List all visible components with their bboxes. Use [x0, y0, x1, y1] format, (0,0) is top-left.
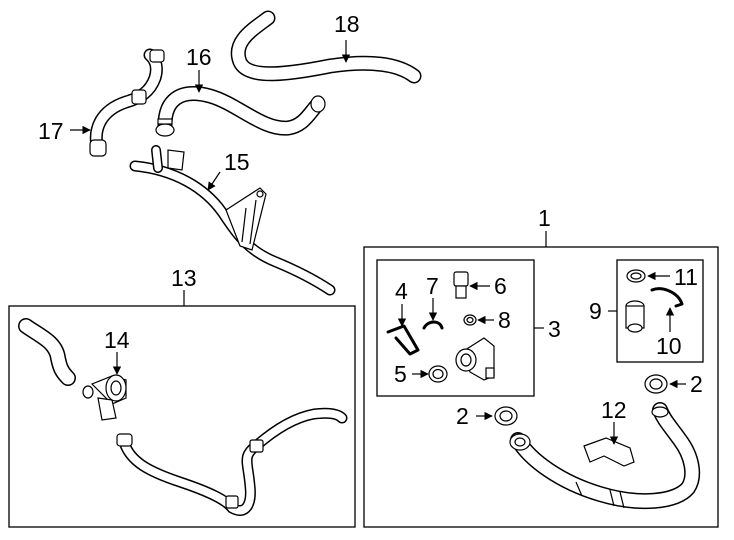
group-box-13 [8, 305, 356, 528]
hose-1 [509, 402, 701, 510]
callout-2-right: 2 [690, 371, 703, 397]
fitting-9 [625, 300, 645, 333]
hose-13-short [18, 318, 76, 386]
clamp-2-right [644, 374, 668, 394]
clip-7 [422, 320, 444, 330]
housing-3 [455, 337, 495, 381]
hose-17 [89, 48, 165, 157]
callout-14: 14 [104, 327, 130, 353]
callout-12: 12 [601, 397, 627, 423]
leader-15 [207, 171, 221, 191]
callout-11: 11 [674, 264, 698, 290]
callout-17: 17 [38, 118, 64, 144]
group-box-1 [363, 246, 719, 528]
callout-7: 7 [426, 273, 439, 299]
clamp-2-left [494, 406, 518, 426]
callout-16: 16 [186, 44, 212, 70]
o-ring-8 [463, 314, 477, 326]
callout-9: 9 [589, 298, 602, 324]
bracket-12 [583, 437, 635, 467]
callout-3: 3 [548, 316, 561, 342]
sensor-6 [453, 271, 469, 299]
clip-4 [386, 324, 420, 356]
callout-10: 10 [656, 333, 682, 359]
pipe-15 [129, 145, 336, 296]
callout-13: 13 [171, 265, 197, 291]
clip-10 [650, 287, 684, 308]
o-ring-11 [626, 269, 646, 283]
hose-13-long [116, 407, 348, 516]
callout-2-left: 2 [456, 403, 469, 429]
callout-6: 6 [494, 273, 507, 299]
hose-16 [155, 86, 326, 137]
callout-4: 4 [395, 278, 408, 304]
callout-1: 1 [538, 205, 551, 231]
callout-18: 18 [334, 11, 360, 37]
connector-14 [82, 374, 127, 421]
callout-15: 15 [224, 149, 250, 175]
hose-18 [230, 10, 422, 84]
callout-5: 5 [394, 361, 407, 387]
o-ring-5 [428, 365, 448, 383]
callout-8: 8 [498, 307, 511, 333]
